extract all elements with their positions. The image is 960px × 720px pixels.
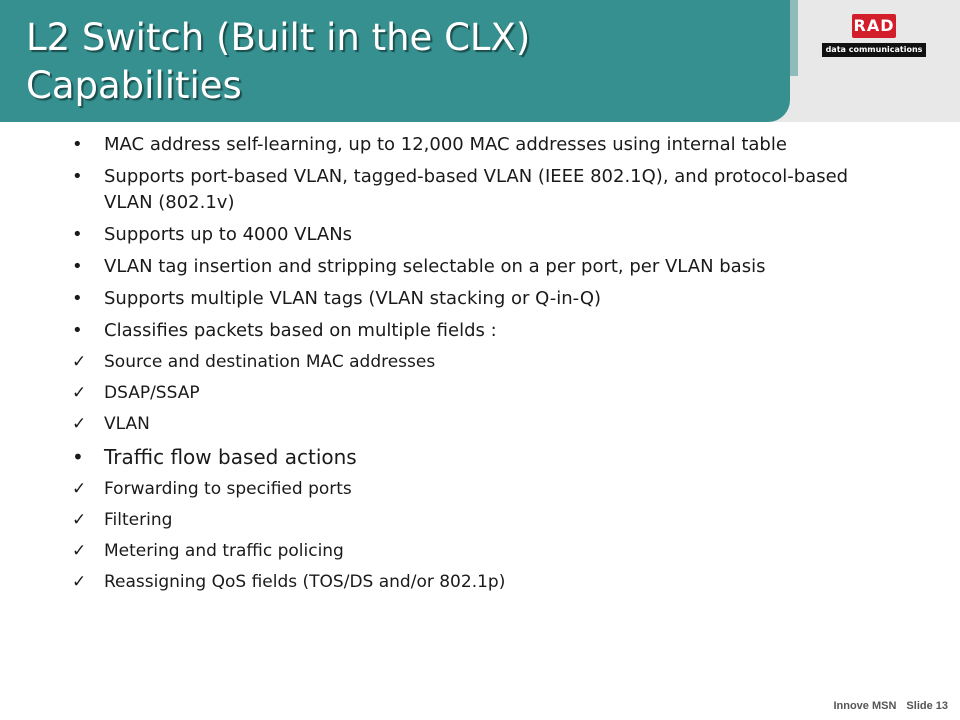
list-item-text: MAC address self-learning, up to 12,000 … [104, 134, 787, 155]
list-item: ✓ DSAP/SSAP [72, 381, 872, 405]
list-item: • Supports up to 4000 VLANs [72, 222, 872, 248]
slide-title: L2 Switch (Built in the CLX) Capabilitie… [26, 14, 530, 110]
list-item-text: Supports port-based VLAN, tagged-based V… [104, 166, 849, 213]
list-item: ✓ Reassigning QoS fields (TOS/DS and/or 8… [72, 570, 872, 594]
list-item: ✓ Source and destination MAC addresses [72, 350, 872, 374]
list-item-text: Classifies packets based on multiple fie… [104, 320, 497, 341]
bullet-marker: • [72, 320, 83, 341]
list-item-text: Forwarding to specified ports [104, 479, 352, 499]
checkmark-icon: ✓ [72, 479, 87, 499]
bullet-marker: • [72, 134, 83, 155]
bullet-list: • MAC address self-learning, up to 12,000… [72, 132, 872, 601]
slide-footer: Innove MSN Slide 13 [823, 700, 948, 712]
bullet-marker: • [72, 288, 83, 309]
list-item: ✓ Filtering [72, 508, 872, 532]
list-item: • MAC address self-learning, up to 12,000… [72, 132, 872, 158]
bullet-marker: • [72, 256, 83, 277]
list-item-text: Supports up to 4000 VLANs [104, 224, 353, 245]
list-item-text: Filtering [104, 510, 173, 530]
title-banner: L2 Switch (Built in the CLX) Capabilitie… [0, 0, 790, 122]
slide-title-line-2: Capabilities [26, 64, 242, 107]
footer-product: Innove MSN [833, 700, 897, 712]
list-item: ✓ Forwarding to specified ports [72, 477, 872, 501]
list-item: • Classifies packets based on multiple fi… [72, 318, 872, 344]
logo-tagline: data communications [822, 43, 926, 57]
list-item-text: Traffic flow based actions [104, 445, 357, 469]
bullet-marker: • [72, 224, 83, 245]
list-item-text: Reassigning QoS fields (TOS/DS and/or 80… [104, 572, 506, 592]
list-item-text: VLAN [104, 414, 150, 434]
list-item-text: VLAN tag insertion and stripping selecta… [104, 256, 766, 277]
checkmark-icon: ✓ [72, 510, 87, 530]
rad-logo: RAD data communications [820, 14, 928, 60]
checkmark-icon: ✓ [72, 541, 87, 561]
list-item-text: Supports multiple VLAN tags (VLAN stacki… [104, 288, 602, 309]
slide-number: Slide 13 [906, 700, 948, 712]
list-item: • Supports multiple VLAN tags (VLAN stack… [72, 286, 872, 312]
bullet-marker: • [72, 445, 84, 469]
list-item-text: DSAP/SSAP [104, 383, 200, 403]
list-item: • Supports port-based VLAN, tagged-based … [72, 164, 872, 216]
list-item: • Traffic flow based actions [72, 443, 872, 471]
list-item-text: Source and destination MAC addresses [104, 352, 436, 372]
checkmark-icon: ✓ [72, 414, 87, 434]
bullet-marker: • [72, 166, 83, 187]
logo-mark: RAD [852, 14, 896, 38]
checkmark-icon: ✓ [72, 352, 87, 372]
list-item-text: Metering and traffic policing [104, 541, 344, 561]
list-item: ✓ Metering and traffic policing [72, 539, 872, 563]
checkmark-icon: ✓ [72, 572, 87, 592]
list-item: • VLAN tag insertion and stripping select… [72, 254, 872, 280]
slide-title-line-1: L2 Switch (Built in the CLX) [26, 16, 531, 59]
list-item: ✓ VLAN [72, 412, 872, 436]
checkmark-icon: ✓ [72, 383, 87, 403]
